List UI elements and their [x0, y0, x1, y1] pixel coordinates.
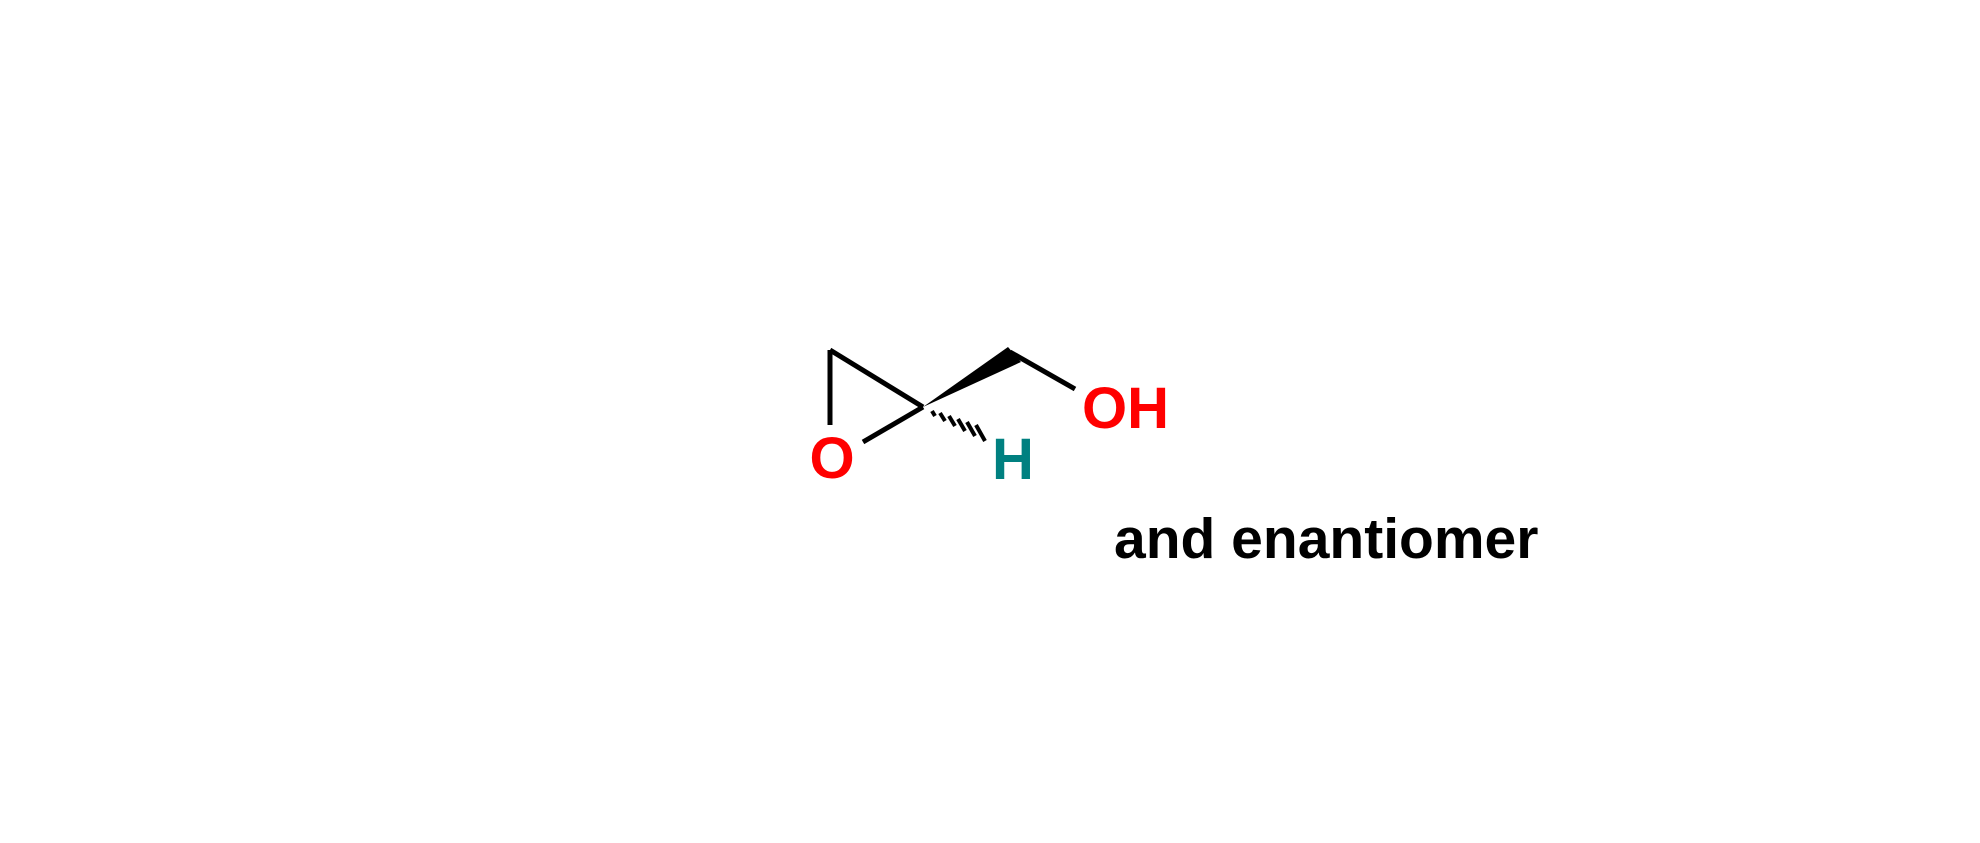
hash-bond: [930, 409, 987, 442]
bond-ring-c-o: [861, 404, 925, 445]
wedge-bond: [923, 347, 1021, 407]
hydroxyl-label: OH: [1082, 376, 1169, 441]
bond-ch2-oh: [1008, 349, 1077, 392]
hydrogen-label: H: [992, 427, 1034, 492]
caption-text: and enantiomer: [1114, 507, 1538, 571]
bond-ring-ch2-c: [828, 347, 925, 410]
ring-oxygen-label: O: [809, 426, 854, 491]
